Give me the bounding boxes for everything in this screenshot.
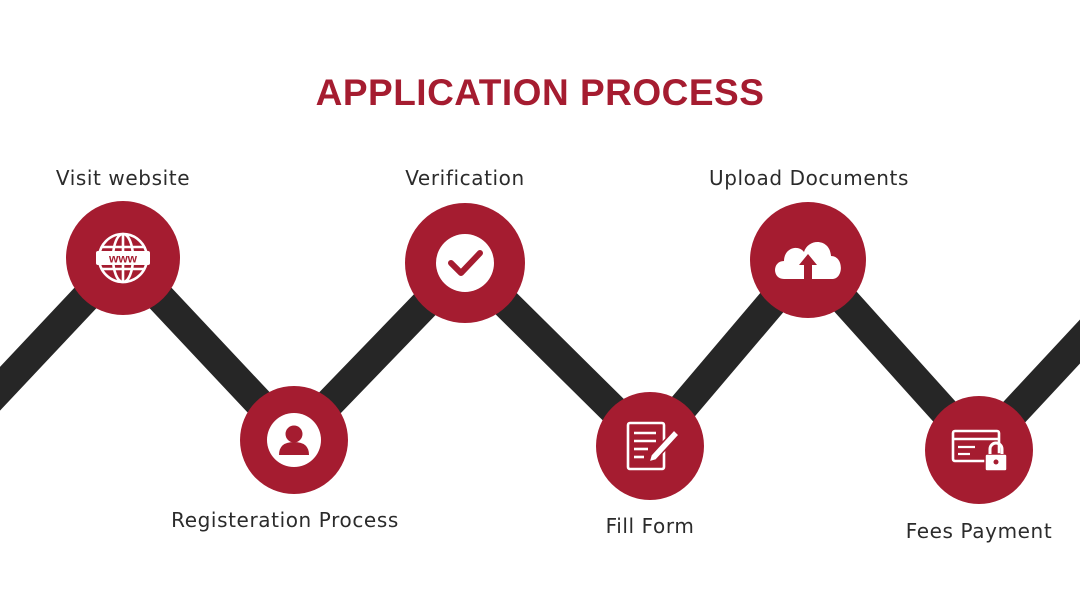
step-label-upload-documents: Upload Documents	[708, 166, 910, 190]
step-circle	[596, 392, 704, 500]
user-icon	[267, 413, 321, 467]
step-label-fill-form: Fill Form	[605, 514, 695, 538]
page-title: APPLICATION PROCESS	[315, 72, 765, 113]
step-label-visit-website: Visit website	[55, 166, 191, 190]
step-label-registration: Registeration Process	[171, 508, 399, 532]
step-verification	[405, 203, 525, 323]
step-label-verification: Verification	[405, 166, 525, 190]
card-lock-icon	[951, 429, 1008, 472]
step-registration	[240, 386, 348, 494]
step-fees-payment	[925, 396, 1033, 504]
step-label-fees-payment: Fees Payment	[905, 519, 1053, 543]
step-upload-documents	[750, 202, 866, 318]
cloud-upload-icon	[775, 241, 841, 279]
form-pen-icon	[626, 421, 681, 471]
checkmark-icon	[436, 234, 494, 292]
step-fill-form	[596, 392, 704, 500]
www-globe-icon: www	[96, 232, 150, 284]
step-visit-website: www	[66, 201, 180, 315]
step-circle	[925, 396, 1033, 504]
svg-text:www: www	[108, 252, 138, 266]
